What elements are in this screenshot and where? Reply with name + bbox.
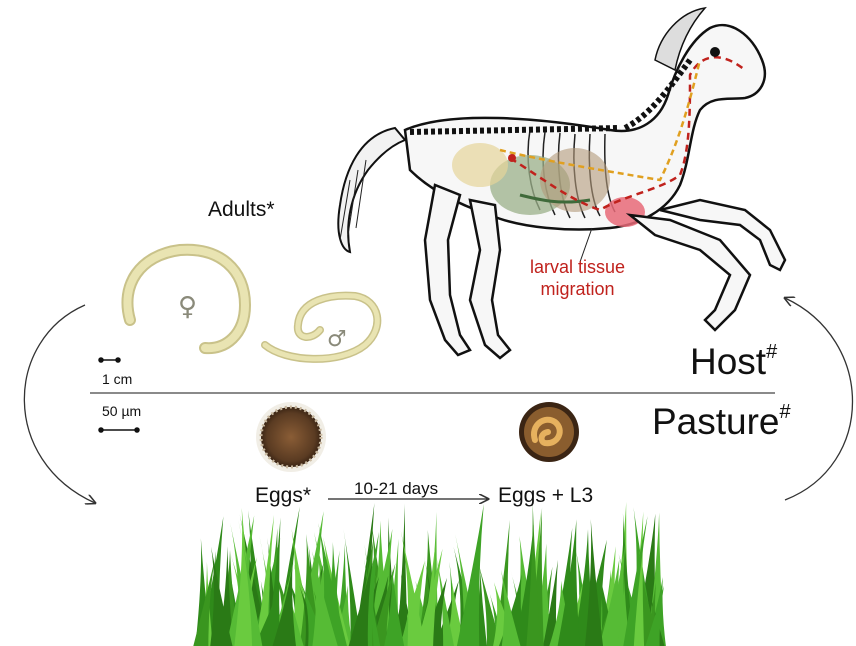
female-symbol: ♀	[178, 292, 197, 322]
host-label: Host#	[690, 342, 777, 380]
male-symbol: ♂	[327, 327, 347, 352]
right-cycle-arrow	[785, 298, 853, 500]
egg-image	[256, 402, 326, 472]
eggs-l3-label: Eggs + L3	[498, 485, 593, 506]
scale-1cm-label: 1 cm	[102, 372, 132, 386]
larval-migration-label: larval tissue migration	[530, 257, 625, 300]
scale-50um-label: 50 µm	[102, 404, 141, 418]
egg-with-l3-image	[519, 402, 579, 462]
development-time-label: 10-21 days	[354, 480, 438, 497]
left-cycle-arrow	[24, 305, 95, 503]
grass-illustration	[193, 502, 666, 646]
scale-bar-50um	[99, 428, 139, 432]
eggs-label: Eggs*	[255, 485, 311, 506]
larval-line-2: migration	[541, 279, 615, 299]
larval-line-1: larval tissue	[530, 257, 625, 277]
adults-label: Adults*	[208, 199, 275, 220]
horse-skeleton-illustration	[338, 8, 785, 358]
scale-bar-1cm	[99, 358, 120, 362]
pasture-label: Pasture#	[652, 402, 791, 440]
male-adult-worm	[265, 296, 377, 359]
